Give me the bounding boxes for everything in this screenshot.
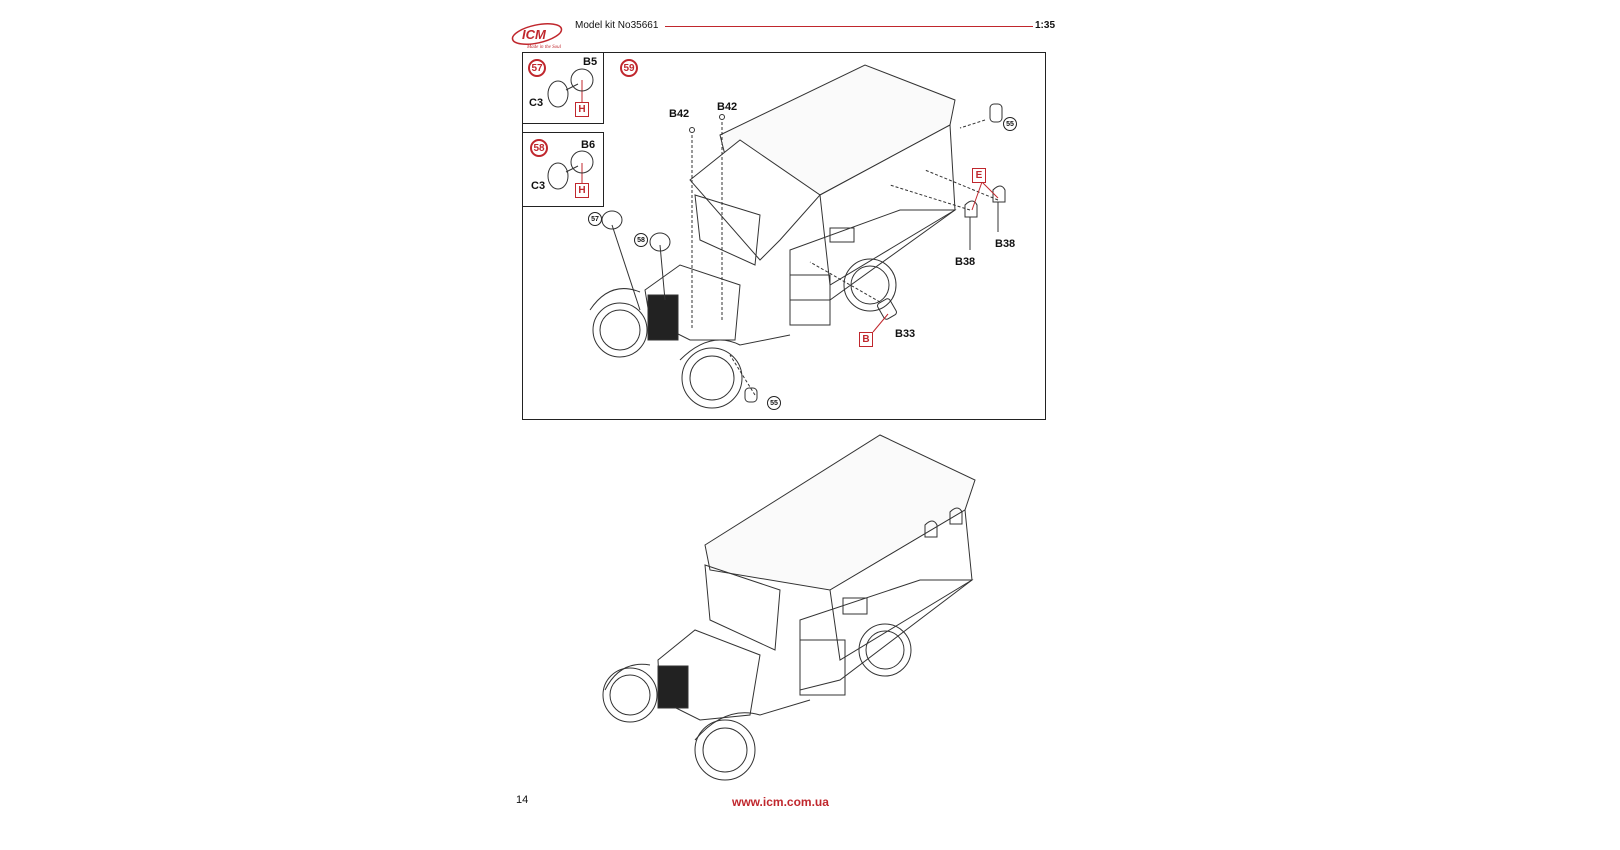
svg-text:ICM: ICM [522, 27, 547, 42]
website-link[interactable]: www.icm.com.ua [732, 795, 829, 809]
part-label-c3: C3 [529, 97, 544, 109]
paint-mark-h: H [575, 102, 589, 117]
part-label-c3: C3 [531, 180, 546, 192]
paint-mark-b: B [859, 332, 873, 347]
step-ref-58: 58 [634, 233, 648, 247]
step-58-frame [522, 132, 604, 207]
step-59-frame [522, 52, 1046, 420]
step-ref-55: 55 [767, 396, 781, 410]
svg-text:Made in the Soul: Made in the Soul [526, 45, 562, 50]
truck-assembly-drawing [589, 64, 1006, 409]
page-number: 14 [516, 794, 529, 806]
part-label-b42: B42 [669, 108, 690, 120]
part-label-b38: B38 [995, 238, 1016, 250]
paint-mark-e: E [972, 168, 986, 183]
part-label-b38: B38 [955, 256, 976, 268]
step-59-number: 59 [620, 59, 638, 77]
truck-final-drawing [602, 434, 976, 781]
step-ref-55: 55 [1003, 117, 1017, 131]
part-label-b5: B5 [583, 56, 598, 68]
paint-mark-h: H [575, 183, 589, 198]
header-rule [665, 26, 1033, 27]
step-57-number: 57 [528, 59, 546, 77]
icm-logo: ICM Made in the Soul [511, 23, 563, 50]
part-label-b33: B33 [895, 328, 916, 340]
part-label-b42: B42 [717, 101, 738, 113]
step-58-number: 58 [530, 139, 548, 157]
step-57-frame [522, 52, 604, 124]
part-label-b6: B6 [581, 139, 596, 151]
header-scale: 1:35 [1035, 20, 1056, 31]
step-ref-57: 57 [588, 212, 602, 226]
header-title: Model kit No35661 [575, 20, 659, 31]
